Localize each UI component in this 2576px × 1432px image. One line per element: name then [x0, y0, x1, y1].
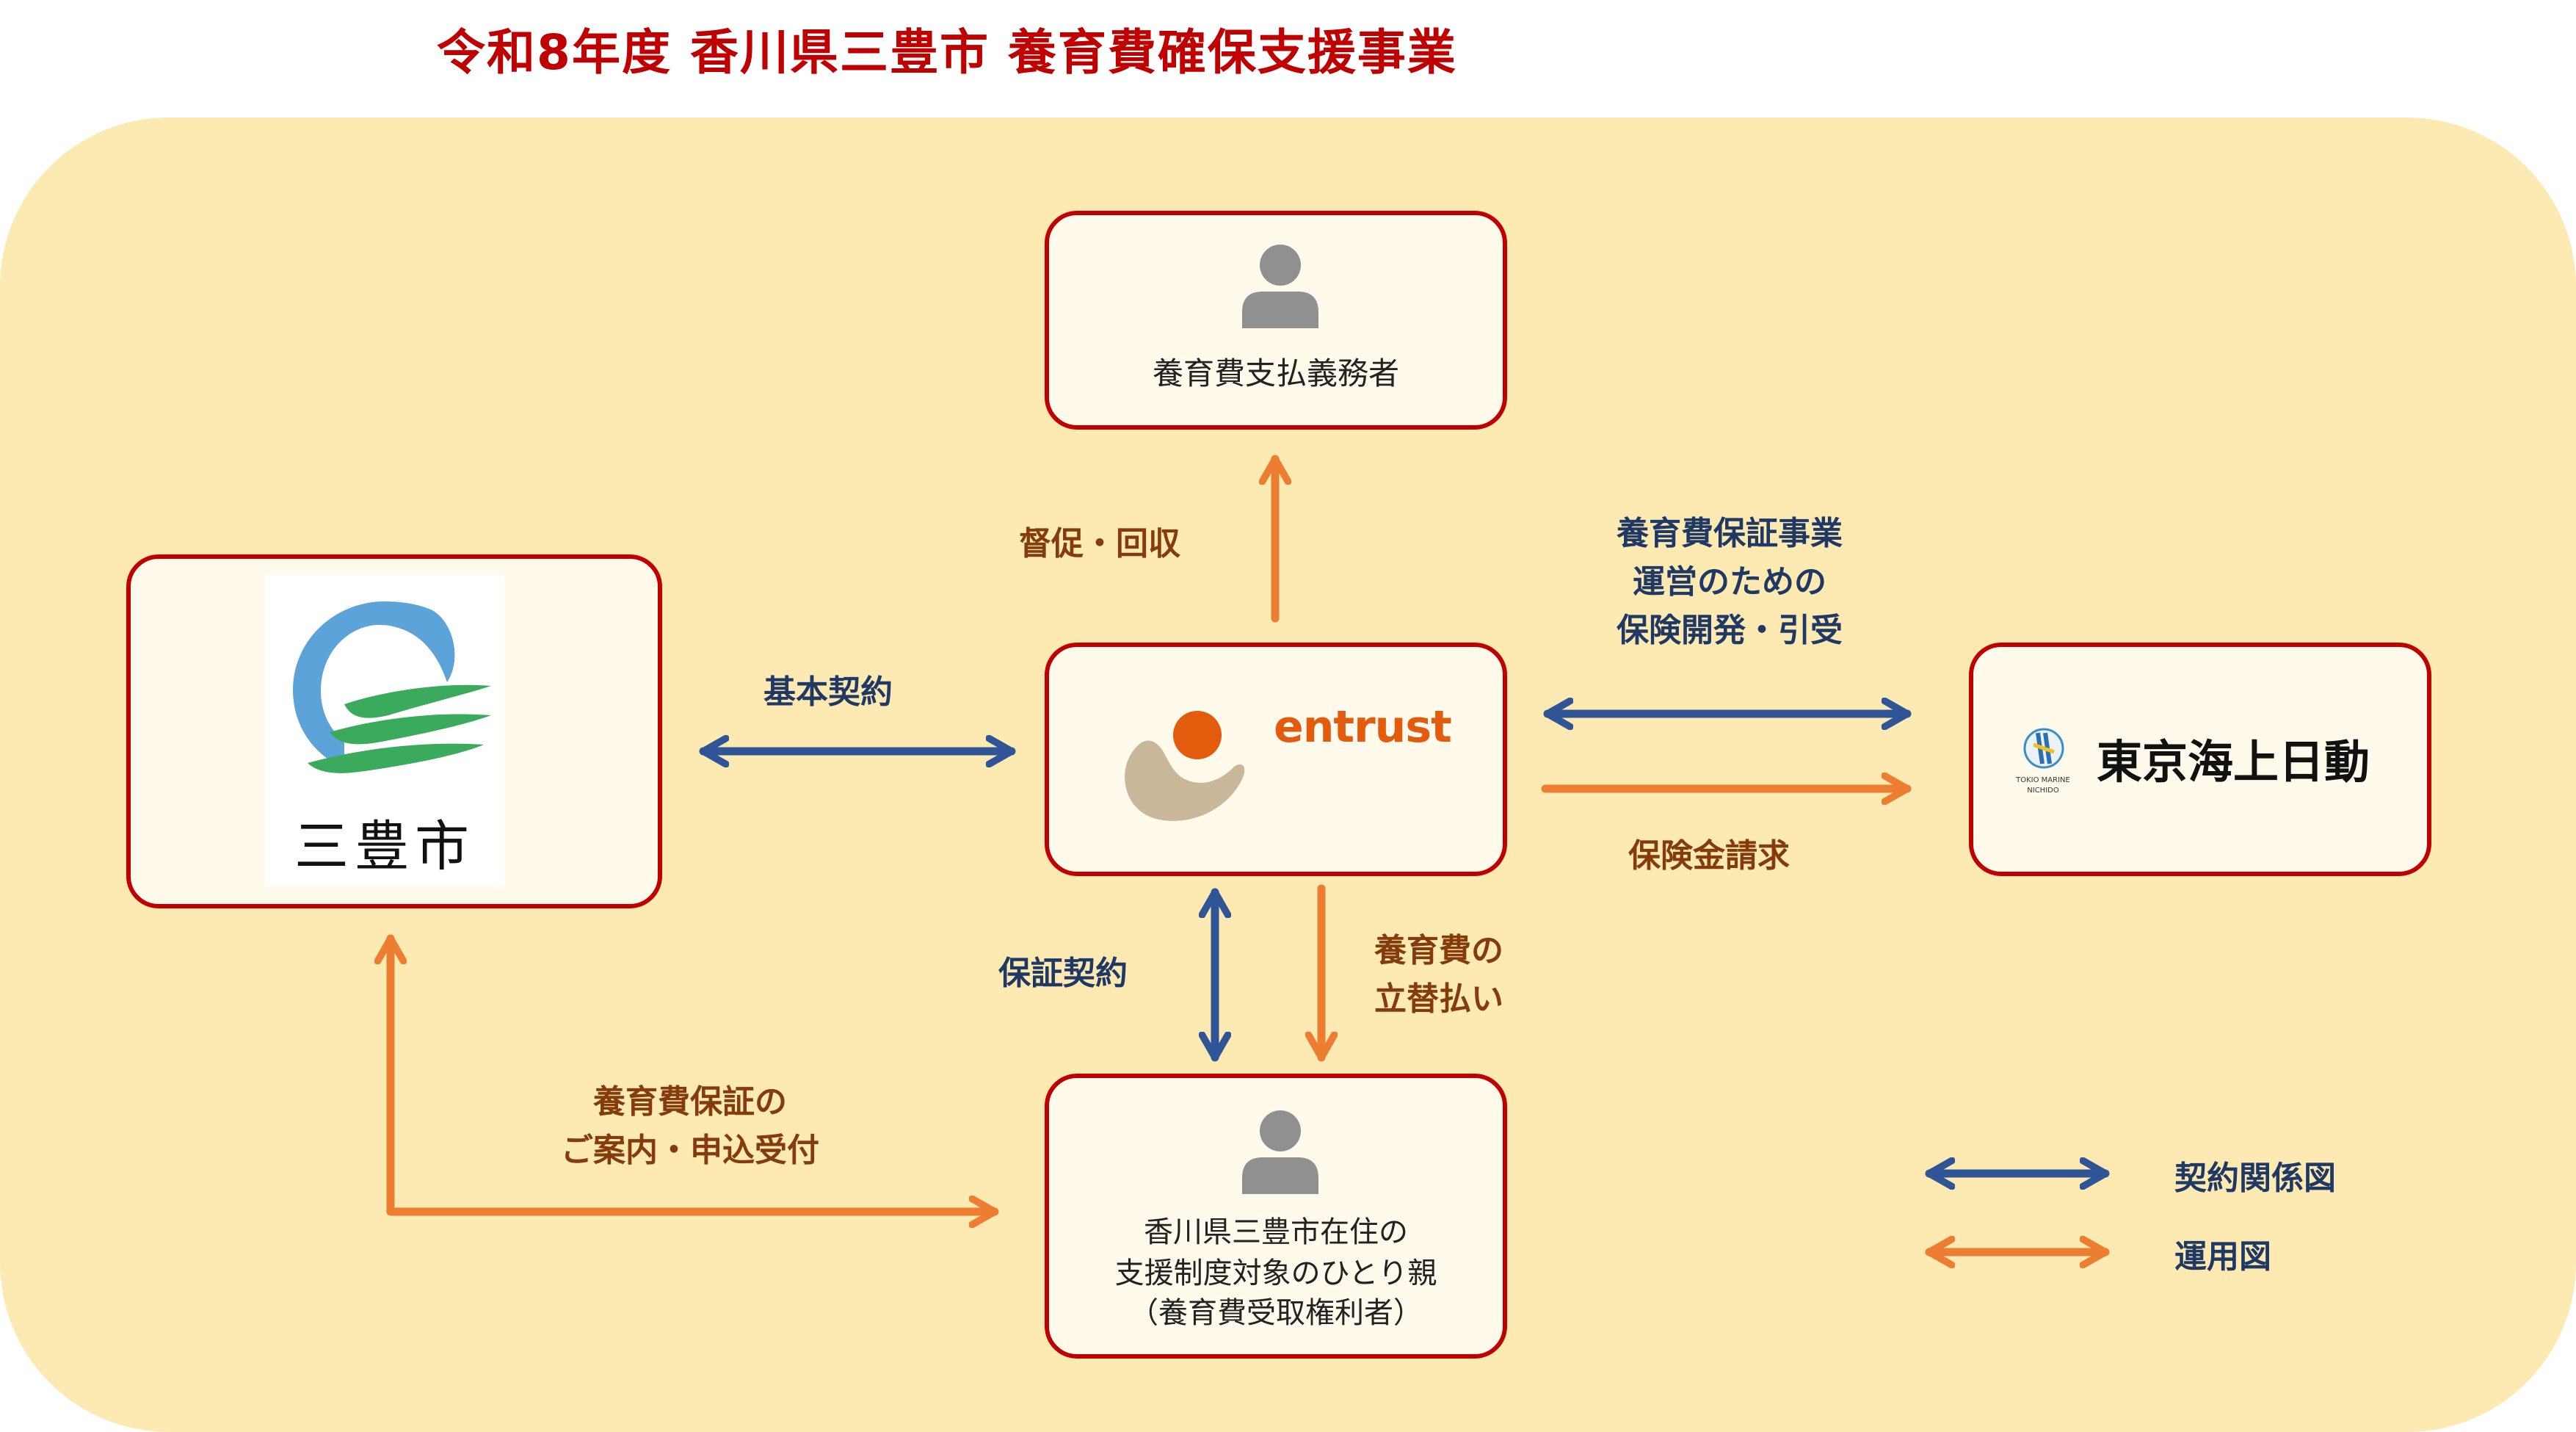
insurer-logo-small-2: NICHIDO	[2027, 786, 2059, 795]
city-emblem-icon	[293, 601, 491, 773]
tokio-marine-logo-icon	[2023, 728, 2064, 769]
label-guide-1: 養育費保証の	[593, 1083, 787, 1121]
entrust-box: entrust	[1045, 643, 1507, 876]
city-box: 三豊市	[126, 554, 662, 908]
insurer-box: TOKIO MARINE NICHIDO 東京海上日動	[1969, 643, 2431, 876]
label-advance-1: 養育費の	[1374, 932, 1503, 969]
legend-contract-label: 契約関係図	[2174, 1160, 2336, 1197]
label-guide-2: ご案内・申込受付	[561, 1132, 819, 1169]
diagram-title: 令和8年度 香川県三豊市 養育費確保支援事業	[437, 24, 1457, 81]
label-insurance-dev-2: 運営のための	[1633, 563, 1826, 601]
person-icon	[1242, 245, 1318, 328]
insurer-name: 東京海上日動	[2097, 735, 2370, 789]
parent-box: 香川県三豊市在住の 支援制度対象のひとり親 （養育費受取権利者）	[1045, 1074, 1507, 1359]
label-guide-application: 養育費保証の ご案内・申込受付	[514, 1078, 866, 1175]
label-insurance-dev-3: 保険開発・引受	[1617, 612, 1843, 649]
person-icon	[1242, 1110, 1318, 1194]
city-logo-text: 三豊市	[294, 815, 475, 878]
label-collect: 督促・回収	[1019, 525, 1180, 563]
legend-operation-label: 運用図	[2174, 1238, 2271, 1276]
label-guarantee-contract: 保証契約	[998, 955, 1128, 992]
label-basic-contract: 基本契約	[763, 673, 893, 711]
label-insurance-dev: 養育費保証事業 運営のための 保険開発・引受	[1553, 510, 1906, 655]
obligor-box: 養育費支払義務者	[1045, 211, 1507, 430]
entrust-logo-text: entrust	[1274, 701, 1452, 753]
city-logo: 三豊市	[265, 575, 504, 886]
entrust-logo-icon	[1125, 711, 1245, 821]
insurer-logo-small-1: TOKIO MARINE	[2016, 776, 2070, 784]
arrow-guide-application	[391, 934, 999, 1212]
label-claim: 保険金請求	[1628, 837, 1790, 875]
label-advance-payment: 養育費の 立替払い	[1374, 927, 1503, 1024]
obligor-label: 養育費支払義務者	[1152, 355, 1399, 391]
parent-line-3: （養育費受取権利者）	[1129, 1296, 1423, 1330]
parent-line-1: 香川県三豊市在住の	[1144, 1215, 1408, 1249]
label-insurance-dev-1: 養育費保証事業	[1617, 515, 1843, 552]
label-advance-2: 立替払い	[1374, 980, 1503, 1018]
parent-line-2: 支援制度対象のひとり親	[1114, 1256, 1437, 1290]
